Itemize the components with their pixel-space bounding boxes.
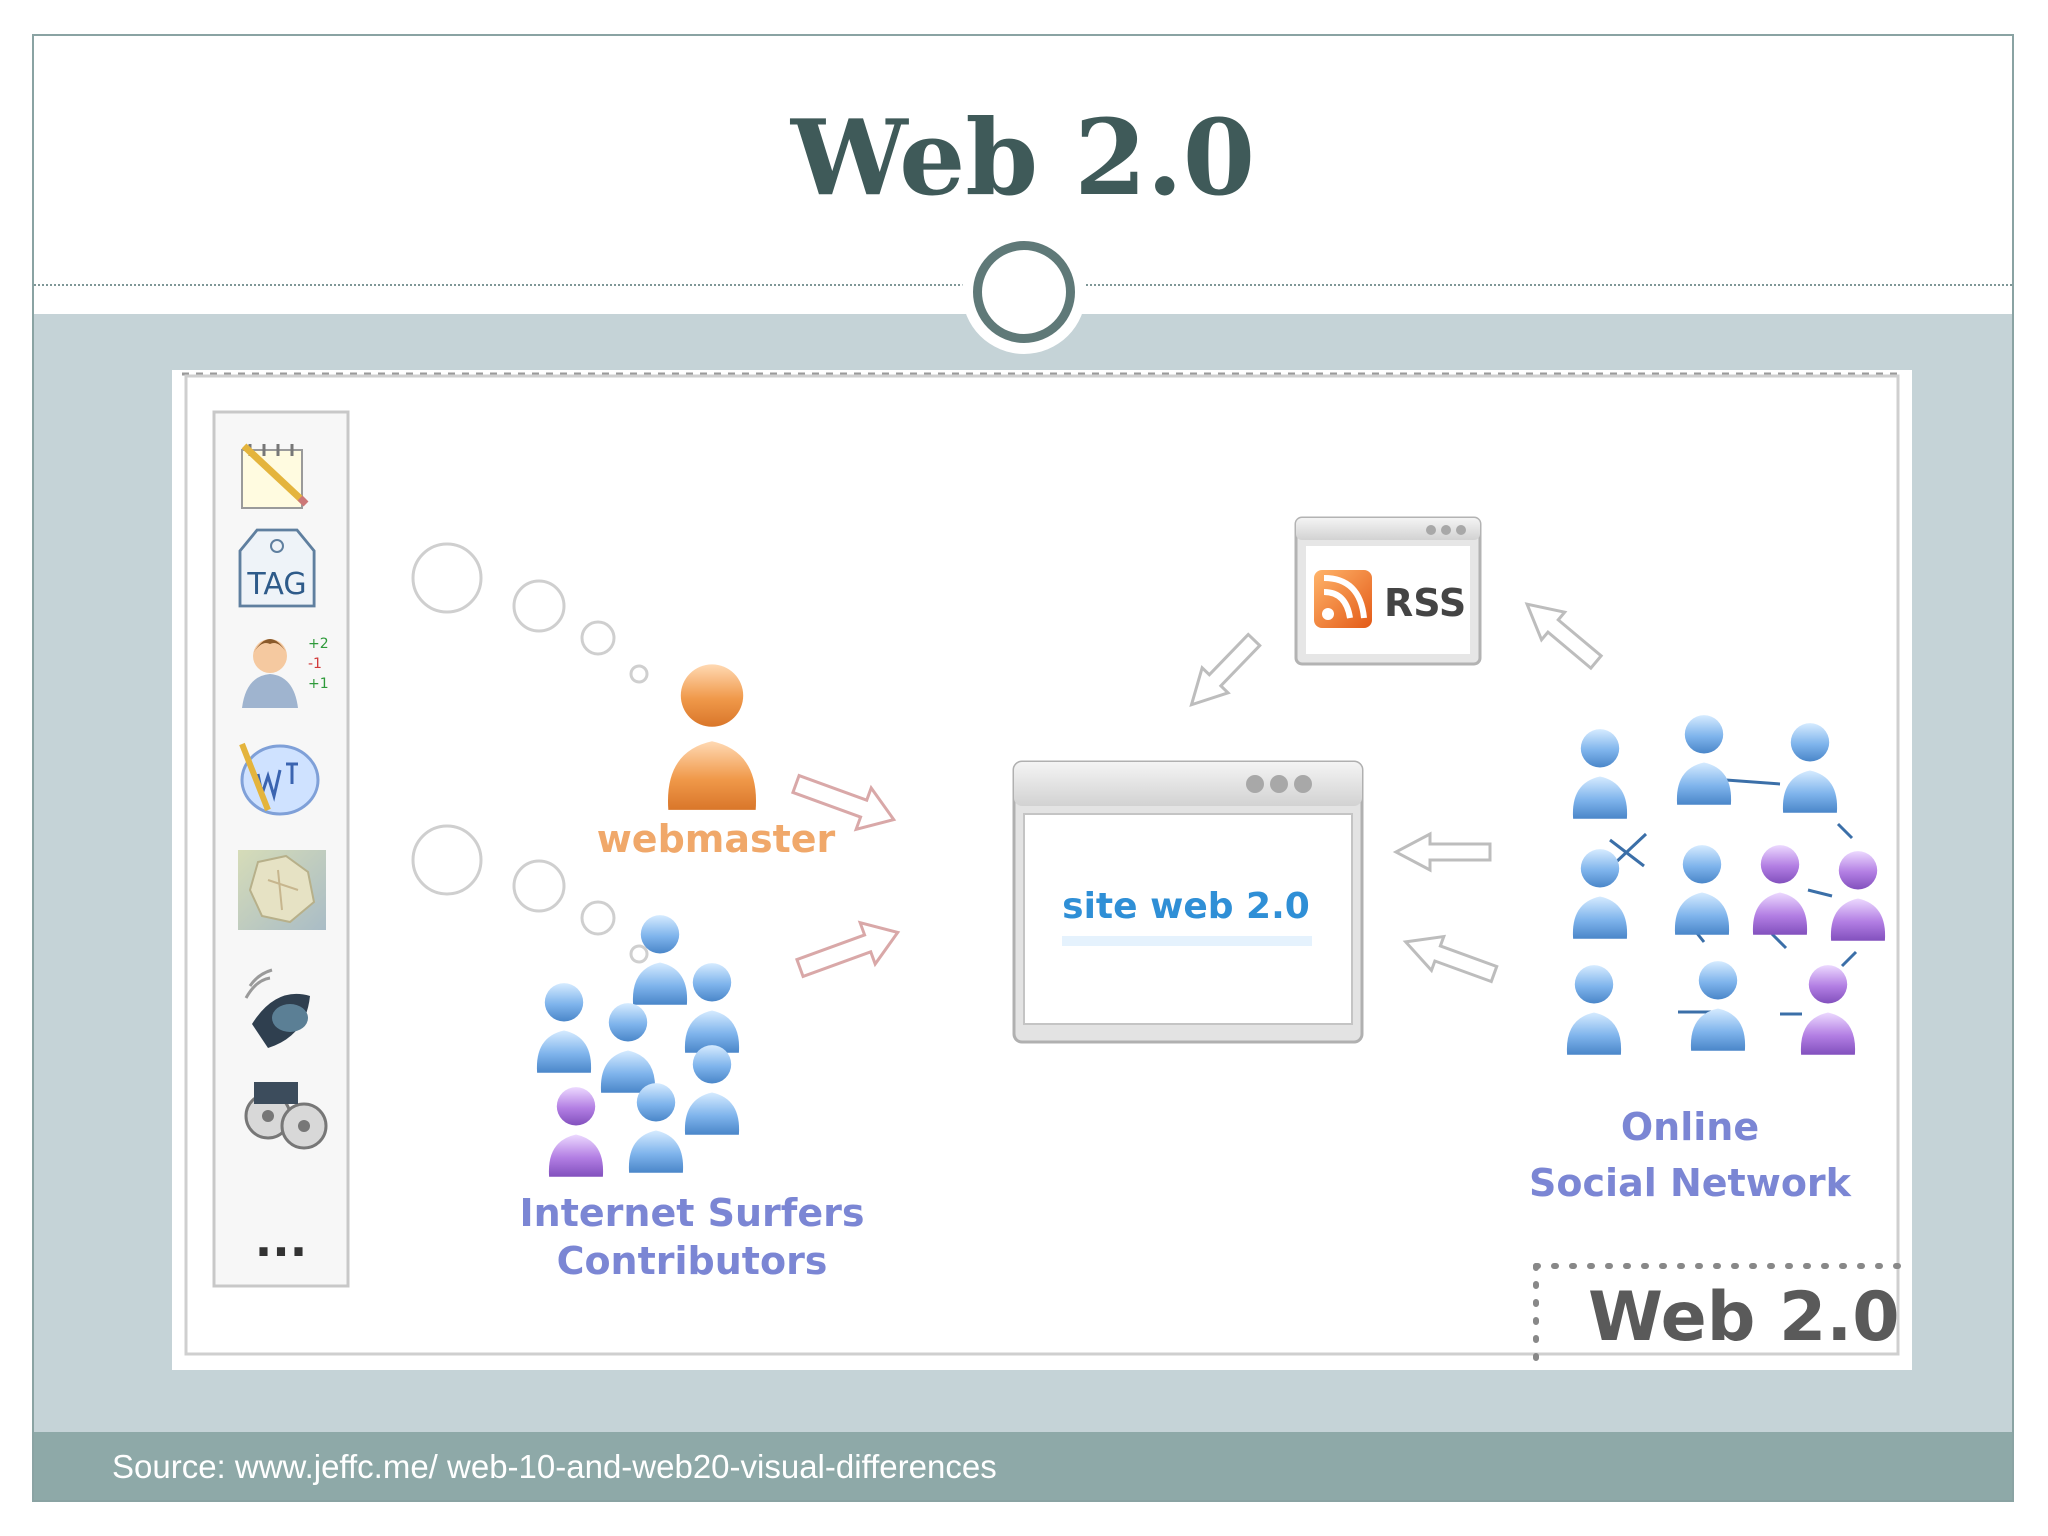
divider-ornament-ring bbox=[973, 241, 1075, 343]
network-label-line1: Online bbox=[1621, 1105, 1759, 1149]
rss-window: RSS bbox=[1294, 516, 1482, 666]
corner-web20-logo: Web 2.0 bbox=[1533, 1263, 1912, 1363]
tools-toolbar: TAG +2 -1 +1 bbox=[212, 410, 350, 1288]
slide: Web 2.0 bbox=[32, 34, 2014, 1502]
webmaster-person-icon bbox=[667, 664, 757, 810]
diagram-frame bbox=[184, 374, 1900, 1356]
slide-title: Web 2.0 bbox=[790, 96, 1256, 219]
tag-icon: TAG bbox=[238, 528, 316, 608]
webmaster-label: webmaster bbox=[597, 817, 836, 861]
corner-logo-text: Web 2.0 bbox=[1588, 1278, 1900, 1357]
site-web20-window: site web 2.0 bbox=[1012, 760, 1364, 1044]
thought-bubbles-lower bbox=[411, 824, 649, 964]
rss-label: RSS bbox=[1384, 581, 1466, 625]
arrows-to-site bbox=[790, 773, 901, 979]
network-label-line2: Social Network bbox=[1529, 1161, 1852, 1205]
arrows-from-network bbox=[1392, 831, 1499, 984]
source-text: Source: www.jeffc.me/ web-10-and-web20-v… bbox=[112, 1448, 997, 1485]
site-label: site web 2.0 bbox=[1062, 886, 1310, 927]
toolbar-more: ... bbox=[255, 1213, 307, 1267]
podcast-icon bbox=[244, 968, 310, 1048]
rating-user-icon: +2 -1 +1 bbox=[242, 636, 329, 708]
svg-text:+2: +2 bbox=[308, 636, 329, 652]
blog-icon bbox=[239, 742, 320, 816]
rss-arrows bbox=[1189, 602, 1604, 708]
social-network-people bbox=[1566, 715, 1886, 1055]
surfers-label-line1: Internet Surfers bbox=[520, 1191, 865, 1235]
rss-feed-icon bbox=[1314, 570, 1372, 628]
tag-icon-text: TAG bbox=[246, 567, 306, 602]
svg-text:+1: +1 bbox=[308, 676, 329, 692]
svg-text:-1: -1 bbox=[308, 656, 322, 672]
thought-bubbles-upper bbox=[411, 542, 649, 684]
web20-diagram: TAG +2 -1 +1 bbox=[182, 372, 1912, 1363]
surfers-label-line2: Contributors bbox=[557, 1239, 828, 1283]
video-icon bbox=[244, 1082, 328, 1150]
web20-diagram-image: TAG +2 -1 +1 bbox=[172, 370, 1912, 1370]
map-icon bbox=[238, 850, 326, 930]
notepad-icon bbox=[241, 443, 309, 509]
source-footer: Source: www.jeffc.me/ web-10-and-web20-v… bbox=[34, 1432, 2012, 1500]
